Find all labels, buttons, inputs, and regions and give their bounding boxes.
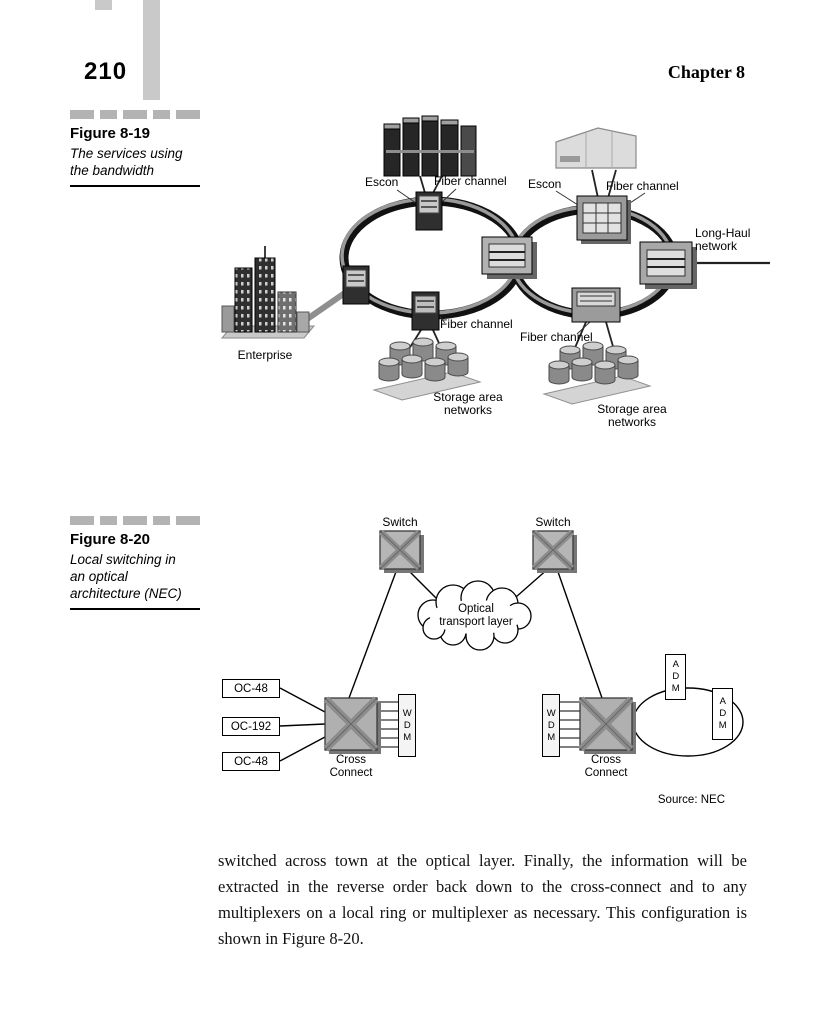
- dash: [100, 516, 117, 525]
- body-paragraph: switched across town at the optical laye…: [218, 851, 747, 948]
- oc-48-box-top: OC-48: [222, 679, 280, 698]
- figure-19-caption: The services using the bandwidth: [70, 146, 183, 178]
- dash: [123, 516, 147, 525]
- figure-19-label-block: Figure 8-19 The services using the bandw…: [70, 110, 206, 187]
- storage-area-networks-right-label: Storage area networks: [597, 402, 667, 429]
- fiber-node-bottom-right: [571, 287, 621, 323]
- dash: [153, 110, 170, 119]
- wdm-right-box: WDM: [542, 694, 560, 757]
- chapter-heading: Chapter 8: [667, 62, 745, 82]
- figure-20-diagram: [279, 529, 744, 762]
- long-haul-network-label: Long-Haul network: [695, 226, 751, 253]
- switch-left-label: Switch: [382, 515, 418, 529]
- adm-top-label: ADM: [670, 659, 682, 695]
- fiber-channel-top-right-label: Fiber channel: [606, 179, 679, 193]
- storage-area-networks-left-label: Storage area networks: [433, 390, 503, 417]
- adm-top-box: ADM: [665, 654, 686, 700]
- dash: [70, 516, 94, 525]
- dash: [153, 516, 170, 525]
- switch-right-label: Switch: [535, 515, 571, 529]
- adm-right-box: ADM: [712, 688, 733, 740]
- figure-20-dashes-decoration: [70, 516, 206, 525]
- dash: [70, 110, 94, 119]
- cross-connect-right-label: Cross Connect: [584, 754, 628, 779]
- oc-192-box: OC-192: [222, 717, 280, 736]
- cross-connect-device: [481, 236, 537, 279]
- source-credit: Source: NEC: [657, 794, 725, 806]
- enterprise-label: Enterprise: [237, 348, 293, 362]
- enterprise-node: [342, 265, 370, 305]
- switch-right-box: [531, 529, 577, 573]
- figure-19-dashes-decoration: [70, 110, 206, 119]
- dash: [176, 110, 200, 119]
- cross-connect-left-label: Cross Connect: [329, 754, 373, 779]
- dash: [176, 516, 200, 525]
- escon-node-left: [415, 191, 443, 231]
- storage-area-network-left-icon: [372, 337, 482, 401]
- dash: [100, 110, 117, 119]
- escon-left-label: Escon: [365, 175, 399, 189]
- mainframe-server-right-icon: [555, 127, 637, 169]
- figure-20-label-block: Figure 8-20 Local switching in an optica…: [70, 516, 206, 610]
- top-decoration-bar: [143, 0, 160, 100]
- mainframe-servers-icon: [383, 115, 477, 177]
- enterprise-buildings-icon: [220, 246, 316, 339]
- figure-20-rule: [70, 608, 200, 610]
- dash: [123, 110, 147, 119]
- wdm-left-box: WDM: [398, 694, 416, 757]
- wdm-left-label: WDM: [401, 707, 413, 744]
- optical-transport-cloud: [417, 580, 532, 651]
- adm-right-label: ADM: [717, 696, 729, 732]
- fiber-channel-bottom-left-label: Fiber channel: [440, 317, 513, 331]
- wdm-right-label: WDM: [545, 707, 557, 744]
- optical-transport-layer-label: Optical transport layer: [439, 603, 513, 628]
- cross-connect-right-box: [578, 696, 636, 754]
- oc-48-box-bottom: OC-48: [222, 752, 280, 771]
- wdm-links-right: [560, 701, 580, 748]
- figure-19-rule: [70, 185, 200, 187]
- escon-node-right: [576, 195, 631, 244]
- cross-connect-left-box: [323, 696, 381, 754]
- figure-19-number: Figure 8-19: [70, 125, 151, 142]
- escon-right-label: Escon: [528, 177, 562, 191]
- storage-area-network-right-icon: [542, 341, 652, 405]
- top-decoration-small: [95, 0, 112, 10]
- switch-left-box: [378, 529, 424, 573]
- fiber-node-bottom-left: [411, 291, 440, 331]
- page-number: 210: [84, 58, 128, 85]
- figure-19-diagram: [220, 115, 770, 405]
- fiber-channel-top-left-label: Fiber channel: [434, 174, 507, 188]
- figure-20-caption: Local switching in an optical architectu…: [70, 552, 182, 601]
- long-haul-device: [639, 241, 697, 289]
- fiber-channel-bottom-right-label: Fiber channel: [520, 330, 593, 344]
- figure-20-number: Figure 8-20: [70, 531, 151, 548]
